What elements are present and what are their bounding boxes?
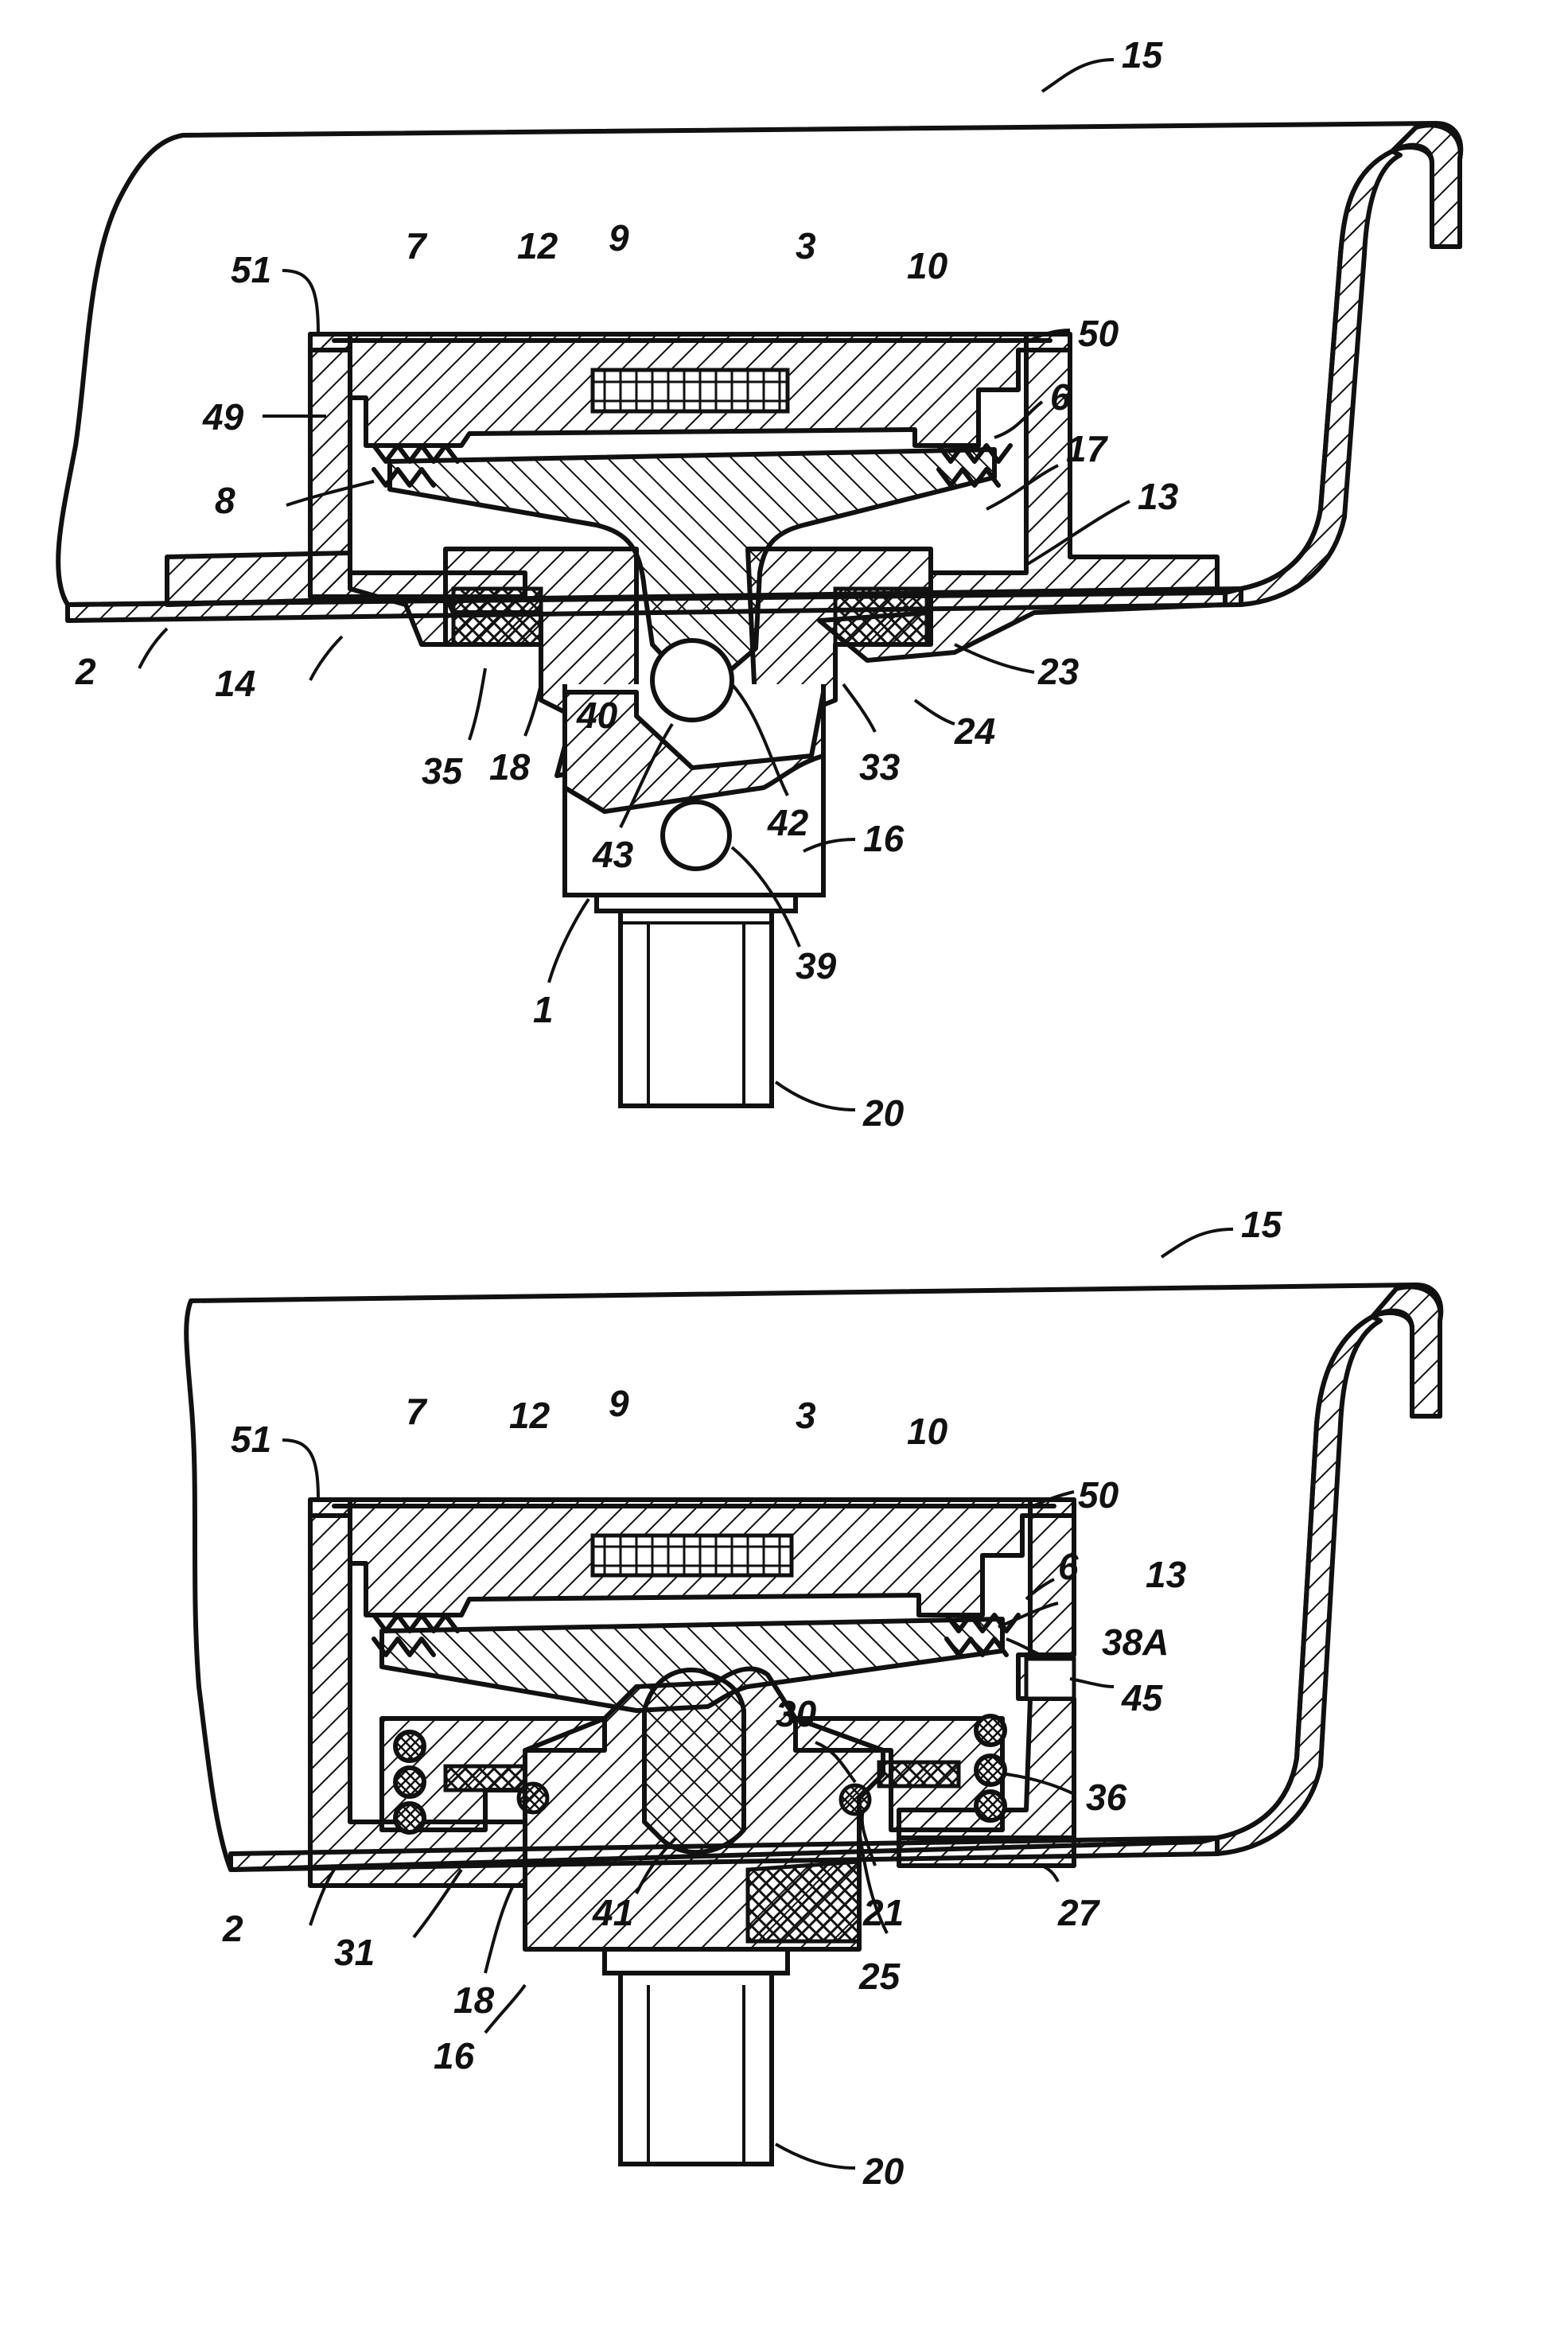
upper-label-12: 12 (517, 225, 558, 267)
lower-label-51: 51 (231, 1419, 271, 1460)
upper-seal-right (835, 589, 927, 644)
upper-label-23: 23 (1037, 651, 1080, 692)
lower-label-21: 21 (862, 1892, 904, 1933)
lower-shaft-core-41 (644, 1670, 744, 1852)
lower-oring-right (841, 1785, 870, 1814)
lower-label-31: 31 (334, 1932, 375, 1973)
upper-label-42: 42 (767, 802, 809, 843)
lower-rod-20 (621, 1973, 772, 2164)
upper-label-17: 17 (1066, 428, 1109, 469)
upper-label-1: 1 (533, 989, 554, 1030)
lower-label-7: 7 (406, 1391, 428, 1432)
lower-label-18: 18 (453, 1979, 495, 2021)
upper-label-33: 33 (859, 746, 901, 788)
lower-label-2: 2 (222, 1908, 243, 1949)
lower-label-3: 3 (796, 1395, 816, 1436)
upper-rod-20 (621, 911, 772, 1106)
lower-label-25: 25 (858, 1956, 901, 1997)
lower-label-12: 12 (509, 1395, 551, 1436)
lower-shaft-window (748, 1862, 859, 1941)
lower-seal-left (445, 1766, 525, 1790)
lower-label-50: 50 (1078, 1474, 1119, 1516)
lower-label-6: 6 (1058, 1546, 1079, 1587)
upper-label-16: 16 (863, 818, 905, 859)
lower-figure: 15 51 7 12 9 3 10 50 6 13 38A 45 30 36 2… (186, 1204, 1441, 2192)
upper-label-18: 18 (489, 746, 531, 788)
lower-port-45 (1026, 1659, 1074, 1699)
lower-pan-wall-hatch (1372, 1286, 1441, 1416)
upper-label-10: 10 (907, 245, 948, 286)
upper-label-14: 14 (215, 663, 255, 704)
lower-seal-right (879, 1762, 959, 1786)
upper-pan-wall-hatch (1392, 125, 1461, 247)
upper-sensor-9 (593, 370, 788, 411)
upper-label-3: 3 (796, 225, 816, 267)
upper-pin-39 (663, 802, 730, 869)
lower-label-13: 13 (1146, 1554, 1187, 1595)
upper-label-43: 43 (592, 834, 634, 875)
lower-oring-left (519, 1784, 547, 1812)
upper-label-35: 35 (422, 750, 464, 792)
upper-label-51: 51 (231, 249, 271, 290)
upper-label-8: 8 (215, 480, 235, 521)
upper-label-6: 6 (1050, 376, 1071, 418)
lower-label-15: 15 (1241, 1204, 1283, 1245)
lower-label-45: 45 (1121, 1677, 1164, 1718)
upper-label-7: 7 (406, 225, 428, 267)
upper-seal-left (453, 589, 541, 644)
upper-label-15: 15 (1122, 34, 1164, 76)
upper-label-24: 24 (954, 710, 995, 752)
upper-label-40: 40 (576, 695, 618, 736)
upper-figure: 15 51 7 12 9 3 10 50 49 6 17 8 13 2 14 4… (58, 34, 1461, 1134)
upper-pan-side-wall (1241, 151, 1400, 605)
lower-sensor-9 (593, 1536, 792, 1575)
upper-label-50: 50 (1078, 313, 1119, 354)
upper-label-13: 13 (1138, 476, 1179, 517)
lower-label-9: 9 (609, 1383, 629, 1424)
upper-ball-42 (652, 640, 732, 720)
lower-label-38A: 38A (1102, 1621, 1169, 1663)
lower-pan-side-wall (1217, 1317, 1380, 1854)
lower-label-20: 20 (862, 2151, 905, 2192)
upper-label-49: 49 (202, 396, 244, 438)
upper-label-2: 2 (75, 651, 96, 692)
upper-label-9: 9 (609, 217, 629, 259)
lower-label-27: 27 (1057, 1892, 1101, 1933)
lower-label-36: 36 (1086, 1777, 1127, 1818)
lower-label-30: 30 (776, 1693, 817, 1734)
upper-label-39: 39 (796, 945, 837, 987)
upper-label-20: 20 (862, 1092, 905, 1134)
lower-label-16: 16 (434, 2035, 475, 2077)
lower-label-41: 41 (592, 1892, 633, 1933)
lower-bottom-plate-27 (899, 1838, 1074, 1866)
lower-label-10: 10 (907, 1411, 948, 1452)
